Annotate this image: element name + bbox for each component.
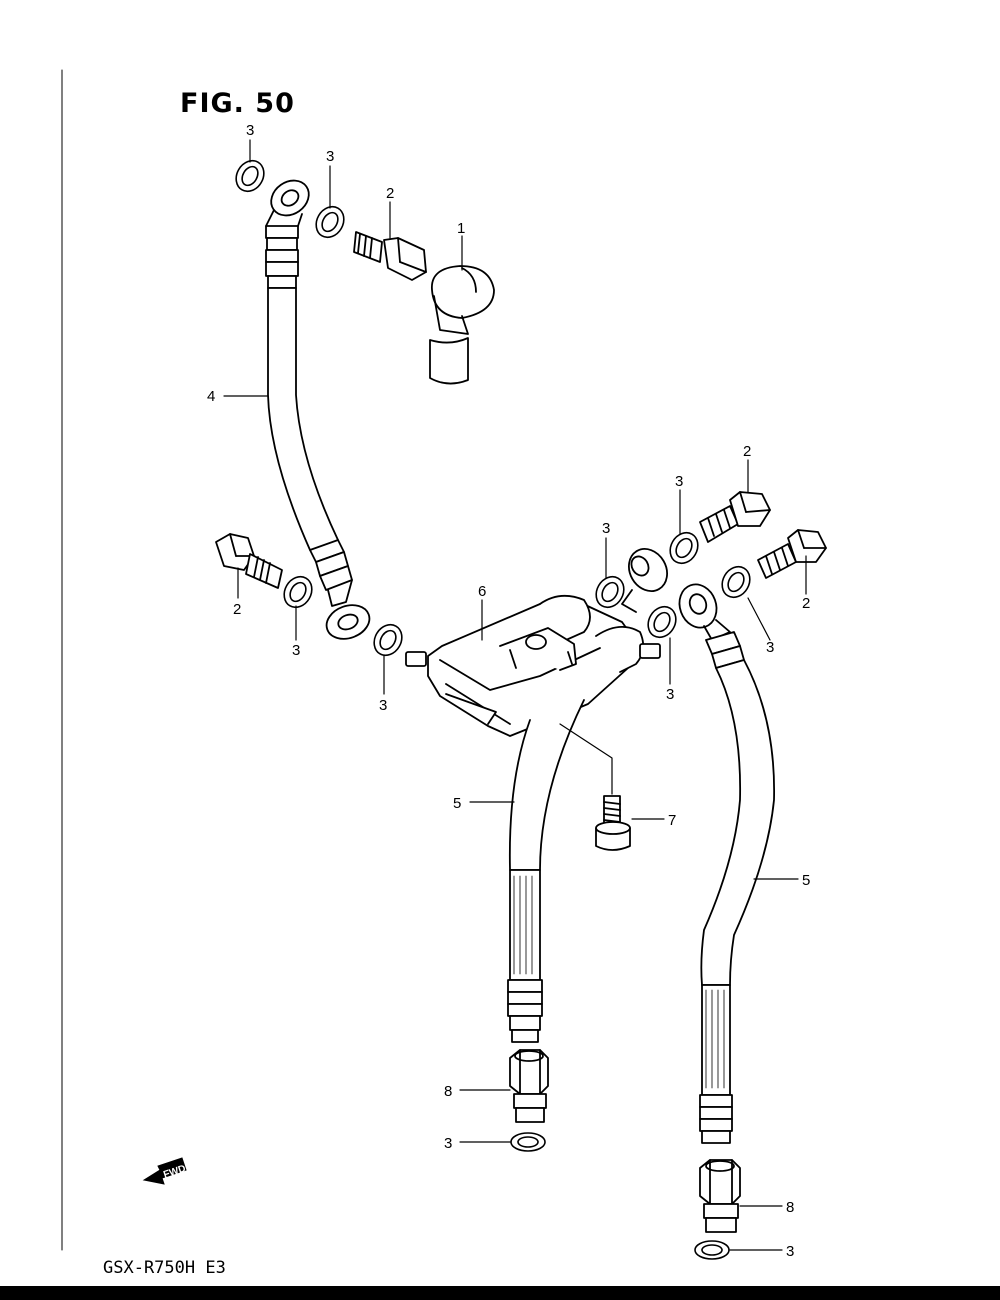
callout-3: 3 <box>675 473 683 490</box>
callout-3: 3 <box>246 122 254 139</box>
callout-8: 8 <box>786 1199 794 1216</box>
callout-5: 5 <box>453 795 461 812</box>
banjo-fitting-center <box>621 548 668 613</box>
callout-3: 3 <box>666 686 674 703</box>
part-5-hose-left <box>507 699 585 1043</box>
part-8-adaptor-left <box>509 1049 549 1123</box>
part-4-upper-hose <box>265 179 371 640</box>
callout-2: 2 <box>802 595 810 612</box>
part-1-cap <box>429 265 495 385</box>
callout-4: 4 <box>207 388 215 405</box>
model-code: GSX-R750H E3 <box>103 1258 226 1278</box>
leader-lines <box>223 139 807 1251</box>
part-2-union-bolt-right-upper <box>699 491 771 543</box>
callout-2: 2 <box>386 185 394 202</box>
callout-2: 2 <box>743 443 751 460</box>
callout-1: 1 <box>457 220 465 237</box>
bottom-bar <box>0 1286 1000 1300</box>
callout-3: 3 <box>786 1243 794 1260</box>
callout-3: 3 <box>444 1135 452 1152</box>
part-2-union-bolt-left <box>215 533 283 589</box>
callout-5: 5 <box>802 872 810 889</box>
fwd-arrow-icon: FWD <box>142 1157 187 1185</box>
part-8-adaptor-right <box>699 1159 741 1233</box>
part-3-washers <box>235 159 751 1260</box>
part-2-union-bolt-top <box>353 231 427 281</box>
callout-3: 3 <box>379 697 387 714</box>
callout-2: 2 <box>233 601 241 618</box>
part-6-hose-joint <box>405 594 661 737</box>
callout-3: 3 <box>602 520 610 537</box>
figure-title: FIG. 50 <box>180 88 295 119</box>
part-5-hose-right <box>678 583 776 1144</box>
callout-3: 3 <box>326 148 334 165</box>
callout-8: 8 <box>444 1083 452 1100</box>
part-2-union-bolt-right-lower <box>757 529 827 579</box>
callout-3: 3 <box>292 642 300 659</box>
callout-3: 3 <box>766 639 774 656</box>
callout-7: 7 <box>668 812 676 829</box>
part-7-screw <box>595 795 631 851</box>
callout-6: 6 <box>478 583 486 600</box>
callout-labels: 3 3 2 1 4 2 3 3 6 3 3 2 2 3 3 5 7 5 8 3 … <box>207 122 810 1260</box>
